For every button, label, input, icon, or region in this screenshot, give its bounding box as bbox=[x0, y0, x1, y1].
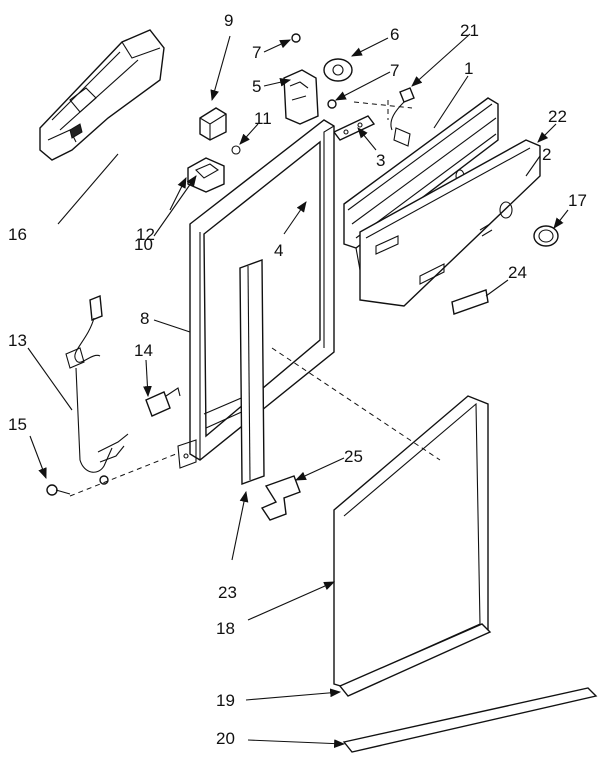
callout-labels: 1 2 3 4 5 6 7 7 8 9 10 11 12 13 14 15 16… bbox=[8, 11, 587, 748]
label-9: 9 bbox=[224, 11, 233, 30]
bracket bbox=[332, 115, 376, 141]
control-knob bbox=[533, 225, 559, 247]
kick-strip bbox=[342, 687, 598, 753]
vertical-trim-strip bbox=[239, 259, 265, 485]
switch-assembly bbox=[283, 33, 353, 125]
label-6: 6 bbox=[390, 25, 399, 44]
wire-connector bbox=[390, 87, 415, 147]
console-panel bbox=[359, 139, 541, 307]
door-clip bbox=[260, 475, 301, 521]
label-14: 14 bbox=[134, 341, 153, 360]
bottom-trim bbox=[338, 623, 492, 697]
screw bbox=[46, 484, 71, 496]
label-7a: 7 bbox=[252, 43, 261, 62]
label-1: 1 bbox=[464, 59, 473, 78]
label-2: 2 bbox=[542, 145, 551, 164]
label-10: 10 bbox=[134, 235, 153, 254]
label-21: 21 bbox=[460, 21, 479, 40]
leader-lines bbox=[27, 33, 569, 748]
label-11: 11 bbox=[254, 109, 272, 128]
label-16: 16 bbox=[8, 225, 27, 244]
label-7b: 7 bbox=[390, 61, 399, 80]
vent-assembly bbox=[39, 29, 165, 161]
label-12: 12 bbox=[136, 225, 155, 244]
label-15: 15 bbox=[8, 415, 27, 434]
label-17: 17 bbox=[568, 191, 587, 210]
label-4: 4 bbox=[274, 241, 283, 260]
label-20: 20 bbox=[216, 729, 235, 748]
label-18: 18 bbox=[216, 619, 235, 638]
latch-assembly bbox=[187, 107, 241, 193]
label-19: 19 bbox=[216, 691, 235, 710]
label-23: 23 bbox=[218, 583, 237, 602]
label-24: 24 bbox=[508, 263, 527, 282]
door-switch bbox=[145, 387, 181, 417]
label-13: 13 bbox=[8, 331, 27, 350]
label-25: 25 bbox=[344, 447, 363, 466]
label-3: 3 bbox=[376, 151, 385, 170]
assembly-lines bbox=[69, 100, 441, 497]
wire-harness bbox=[65, 295, 129, 485]
label-22: 22 bbox=[548, 107, 567, 126]
label-plate bbox=[451, 289, 489, 315]
label-5: 5 bbox=[252, 77, 261, 96]
label-8: 8 bbox=[140, 309, 149, 328]
